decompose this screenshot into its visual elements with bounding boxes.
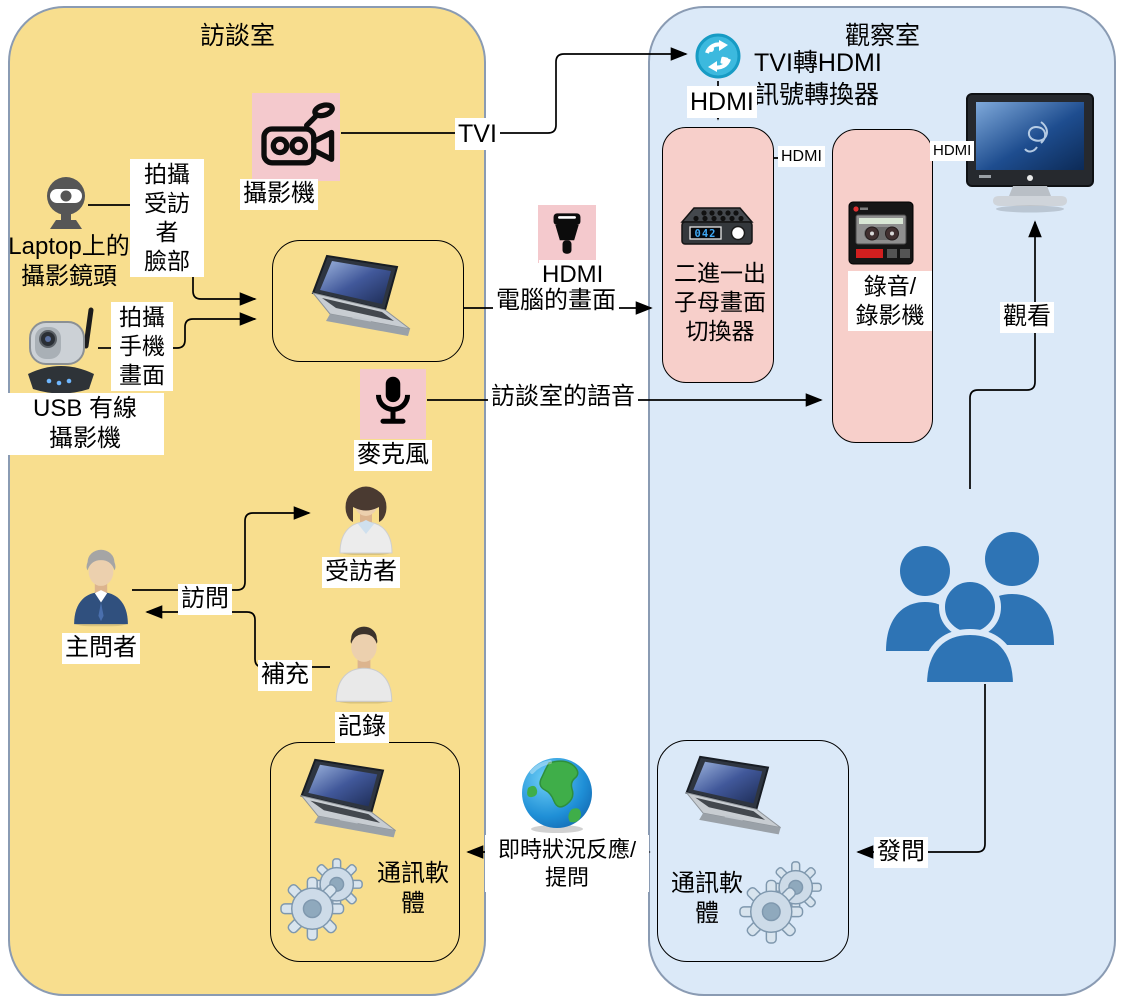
interviewer-avatar (70, 548, 132, 633)
interview-room-container (8, 6, 486, 996)
watch-label: 觀看 (1000, 302, 1054, 333)
interview-edge-label: 訪問 (178, 584, 232, 615)
signal-converter-icon (694, 32, 742, 85)
switcher-label: 二進一出 子母畫面 切換器 (674, 260, 766, 344)
webcam-label: Laptop上的 攝影鏡頭 (8, 233, 130, 291)
hdmi-to-tv-label: HDMI (930, 141, 975, 161)
converter-label: TVI轉HDMI 訊號轉換器 (754, 49, 882, 109)
interviewee-avatar (336, 480, 396, 561)
room-audio-label: 訪談室的語音 (488, 382, 638, 413)
gears-icon (280, 853, 368, 941)
supplement-edge-label: 補充 (258, 660, 312, 691)
observers-group-icon (878, 503, 1064, 690)
usb-camera-label: USB 有線 攝影機 (6, 393, 164, 456)
shoot-face-label: 拍攝 受訪者 臉部 (130, 159, 204, 277)
mic-label: 麥克風 (354, 440, 432, 471)
switcher-display: 042 (695, 228, 717, 240)
interview-laptop-box (272, 240, 464, 362)
shoot-phone-label: 拍攝 手機 畫面 (111, 302, 173, 391)
recorder-device-icon (848, 201, 914, 272)
hdmi-source-label: HDMI (539, 260, 607, 291)
ask-label: 發問 (874, 837, 928, 868)
interview-comm-label: 通訊軟 體 (377, 860, 449, 918)
switcher-panel (662, 127, 774, 383)
observation-comm-label: 通訊軟 體 (671, 870, 743, 928)
note-taker-avatar (332, 624, 396, 709)
microphone-icon (360, 369, 426, 439)
interviewer-label: 主問者 (62, 633, 140, 664)
globe-icon (518, 755, 596, 840)
realtime-feedback-label: 即時狀況反應/ 提問 (485, 835, 649, 893)
video-camera-icon (252, 93, 340, 181)
laptop-icon (672, 753, 802, 848)
computer-screen-label: 電腦的畫面 (493, 286, 619, 317)
webcam-icon (44, 176, 88, 235)
interview-room-title: 訪談室 (200, 22, 276, 50)
recorder-label: 錄音/ 錄影機 (848, 271, 932, 331)
hdmi-to-recorder-label: HDMI (778, 146, 825, 168)
interviewee-label: 受訪者 (322, 557, 400, 588)
laptop-icon (300, 252, 430, 350)
usb-camera-icon (22, 306, 100, 401)
tvi-label: TVI (455, 118, 500, 150)
switcher-device-icon: 042 (678, 206, 756, 263)
observation-comm-box (657, 740, 849, 962)
observation-room-title: 觀察室 (845, 22, 921, 50)
hdmi-plug-icon (538, 205, 596, 263)
tv-icon (963, 92, 1097, 221)
note-taker-label: 記錄 (335, 712, 389, 743)
hdmi-to-switcher-label: HDMI (687, 86, 757, 118)
laptop-icon (287, 756, 417, 851)
camera-label: 攝影機 (240, 179, 318, 210)
